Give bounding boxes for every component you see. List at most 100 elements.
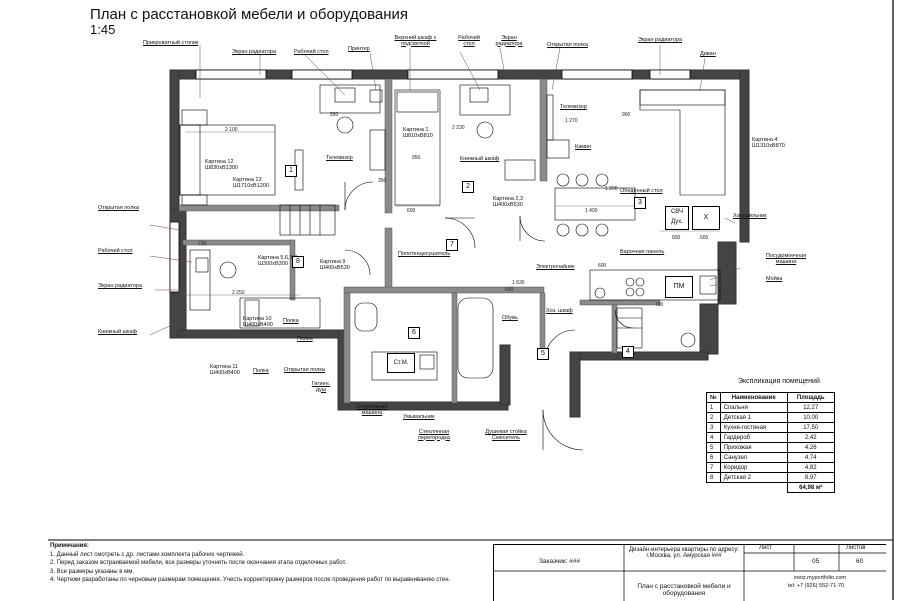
room-number-3: 3 <box>634 197 646 209</box>
legend-name: Гардероб <box>719 432 788 443</box>
sheet-title: План с расстановкой мебели и оборудовани… <box>637 583 731 597</box>
callout-kettle: Электрочайник <box>536 264 575 270</box>
legend-area: 12,27 <box>786 402 835 413</box>
callout-radiator-screen-3: Экран радиатора <box>637 37 682 43</box>
dim-label: 2 230 <box>452 125 465 131</box>
legend-name: Спальня <box>719 402 788 413</box>
callout-open-shelf-3: Открытая полка <box>284 367 325 373</box>
dim-label: 1 400 <box>585 208 598 214</box>
contact-site: inetz.myportfolio.com <box>794 575 846 581</box>
legend-num: 4 <box>706 432 721 443</box>
callout-shower-mixer: Душевая стойка Смеситель <box>485 429 527 441</box>
scale-label: 1:45 <box>90 22 116 37</box>
legend-area: 2,42 <box>786 432 835 443</box>
dim-label: 2 250 <box>232 290 245 296</box>
fridge-box: X <box>692 206 720 230</box>
callout-tv-2: Телевизор <box>326 155 353 161</box>
leader-lines <box>149 45 741 336</box>
callout-hygienic-shower: Гигиен. душ <box>311 381 331 393</box>
sheet-label: Лист <box>759 545 773 551</box>
room-number-6: 6 <box>408 327 420 339</box>
picture-12: Картина 12 Ш830хВ1300 <box>205 159 238 171</box>
callout-washbasin: Умывальник <box>403 414 435 420</box>
legend-num: 5 <box>706 442 721 453</box>
callout-sofa: Диван <box>700 51 716 57</box>
legend-area: 8,97 <box>786 472 835 483</box>
project-address: Дизайн-интерьера квартиры по адресу: г.М… <box>628 547 740 559</box>
notes-block: Примечания: 1. Данный лист смотреть с др… <box>50 542 470 585</box>
legend-header-area: Площадь <box>786 392 835 403</box>
callout-tv-1: Телевизор <box>560 104 587 110</box>
legend-header-name: Наименование <box>719 392 788 403</box>
picture-5-8: Картина 5,6,7,8 Ш300хВ300 <box>258 255 298 267</box>
picture-13: Картина 13 Ш1710хВ1200 <box>233 177 269 189</box>
legend-num: 1 <box>706 402 721 413</box>
callout-washing-machine: Стиральная машина <box>356 404 388 416</box>
microwave-oven: СВЧ Дух. <box>665 206 689 230</box>
callout-desk-1: Рабочий стол <box>294 49 329 55</box>
picture-9: Картина 9 Ш400хВ530 <box>320 259 350 271</box>
callout-bookcase-2: Книжный шкаф <box>98 329 138 335</box>
notes-heading: Примечания: <box>50 543 89 549</box>
dim-label: 550 <box>330 112 339 118</box>
dim-label: 600 <box>407 208 416 214</box>
legend-name: Детская 2 <box>719 472 788 483</box>
legend-num: 6 <box>706 452 721 463</box>
picture-2-3: Картина 2,3 Ш400хВ530 <box>493 196 524 208</box>
room-number-2: 2 <box>462 181 474 193</box>
callout-open-shelf-1: Открытая полка <box>547 42 588 48</box>
sheets-count: 60 <box>856 558 864 565</box>
callout-radiator-screen-1: Экран радиатора <box>232 49 277 55</box>
callout-dining-table: Обеденный стол <box>620 188 663 194</box>
note-item: 3. Все размеры указаны в мм. <box>50 568 134 575</box>
dim-label: 1 270 <box>565 118 578 124</box>
dishwasher-box: ПМ <box>665 276 693 298</box>
note-item: 2. Перед заказом встраиваемой мебели, вс… <box>50 560 347 566</box>
inner-walls <box>178 78 661 404</box>
callout-shelf-3: Полка <box>253 368 269 374</box>
room-number-5: 5 <box>537 348 549 360</box>
callout-shelf-2: Полка <box>297 336 313 342</box>
legend-total: 64,98 м² <box>786 482 835 493</box>
picture-4: Картина 4 Ш1310хВ870 <box>752 137 785 149</box>
legend-name: Прихожая <box>719 442 788 453</box>
legend-title: Экспликация помещений <box>738 378 820 385</box>
callout-shoes: Обувь <box>502 315 518 321</box>
legend-name: Кухня-гостиная <box>719 422 788 433</box>
legend-name: Детская 1 <box>719 412 788 423</box>
legend-total-row: 64,98 м² <box>707 482 835 493</box>
picture-1: Картина 1 Ш810хВ810 <box>403 127 433 139</box>
legend-area: 4,82 <box>786 462 835 473</box>
legend-area: 4,26 <box>786 442 835 453</box>
callout-cooktop: Варочная панель <box>620 249 665 255</box>
dim-label: 950 <box>412 155 421 161</box>
dim-label: 350 <box>378 178 387 184</box>
room-number-7: 7 <box>446 239 458 251</box>
furniture <box>179 84 726 381</box>
windows <box>169 69 691 293</box>
legend-area: 10,00 <box>786 412 835 423</box>
legend-name: Коридор <box>719 462 788 473</box>
dim-label: 600 <box>672 235 681 241</box>
legend-header-num: № <box>706 392 721 403</box>
picture-11: Картина 11 Ш400хВ400 <box>210 364 240 376</box>
dim-label: 2 100 <box>225 127 238 133</box>
dim-label: 1 630 <box>512 280 525 286</box>
callout-radiator-screen-4: Экран радиатора <box>98 283 143 289</box>
client-label: Заказчик: ### <box>539 558 581 565</box>
legend-name: Санузел <box>719 452 788 463</box>
dim-label: 600 <box>505 287 514 293</box>
callout-shelf-1: Полка <box>283 318 299 324</box>
contact-phone: tel: +7 (926) 552-71-70 <box>788 583 845 589</box>
page-title: План с расстановкой мебели и оборудовани… <box>90 6 409 23</box>
callout-dishwasher: Посудомоечная машина <box>765 253 807 265</box>
callout-radiator-screen-2: Экран радиатора <box>495 35 523 47</box>
callout-sink: Мойка <box>766 276 783 282</box>
